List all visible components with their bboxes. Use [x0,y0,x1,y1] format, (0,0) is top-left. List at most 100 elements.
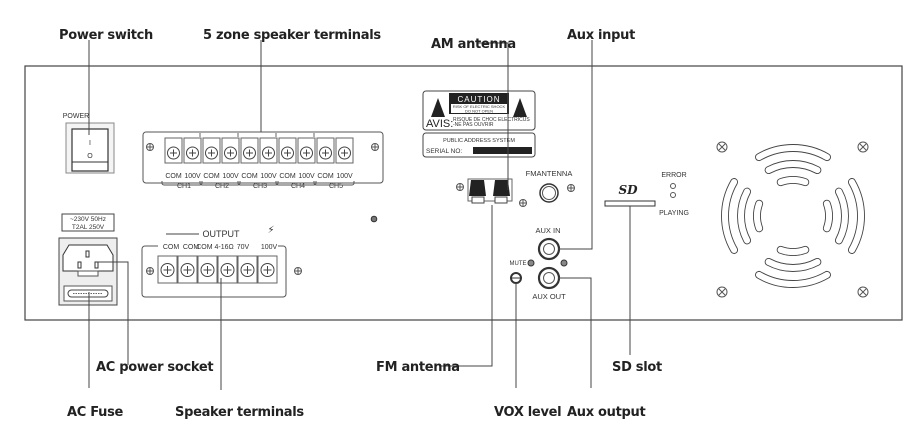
caution-title: CAUTION [458,95,501,104]
avis-line2: -NE PAS OUVRIR [453,122,494,128]
callout-aux-input: Aux input [567,28,635,43]
sd-card-slot[interactable] [604,200,656,207]
output-terminal[interactable] [197,255,218,284]
fan-vent-slot [737,187,752,245]
screw-icon [560,259,568,267]
zone-channel-label: CH1 [177,183,191,190]
fan-vent-slot [721,178,739,254]
ac-rating-plate [61,213,115,232]
playing-led [670,192,676,198]
output-terminal[interactable] [157,255,178,284]
callout-am-antenna: AM antenna [431,37,516,52]
zone-100v-label: 100V [260,173,277,180]
fan-vent-slot [753,199,764,233]
zone-channel-label: CH3 [253,183,267,190]
serial-label: SERIAL NO: [426,148,462,155]
ground-screw-icon [370,215,378,223]
fm-antenna-jack-group: FMANTENNA [526,169,575,203]
power-label: POWER [63,113,89,120]
screw-icon [527,259,535,267]
zone-com-label: COM [203,173,220,180]
am-terminal-clip[interactable] [469,180,486,196]
zone-terminal[interactable] [259,137,278,164]
zone-terminal[interactable] [164,137,183,164]
power-switch-group: POWER I O [63,113,115,174]
aux-in-label: AUX IN [535,226,560,235]
error-label: ERROR [661,172,686,179]
aux-io-group: AUX IN AUX OUT MUTE [510,226,568,301]
output-terminal-label: 70V [237,244,250,251]
output-terminal[interactable] [237,255,258,284]
callout-labels: Power switch 5 zone speaker terminals AM… [59,28,662,420]
fan-vent-slot [764,160,822,175]
am-terminal-clip[interactable] [493,180,510,196]
output-terminal[interactable] [217,255,238,284]
zone-terminal[interactable] [316,137,335,164]
zone-terminal[interactable] [297,137,316,164]
fan-vent-slot [847,178,865,254]
ac-power-socket[interactable] [62,244,114,272]
callout-ac-power-socket: AC power socket [96,360,213,375]
fan-vent-slot [834,187,849,245]
cooling-fan-grille [716,141,869,298]
warning-triangle-icon [431,98,445,117]
output-terminal[interactable] [257,255,278,284]
avis-line1: RISQUE DE CHOC ELECTRICUS [453,117,530,123]
caution-line1: RISK OF ELECTRIC SHOCK [453,104,506,109]
switch-on-mark: I [89,140,91,147]
zone-terminal[interactable] [202,137,221,164]
zone-channel-label: CH5 [329,183,343,190]
error-led [670,183,676,189]
zone-100v-label: 100V [222,173,239,180]
caution-line2: DO NOT OPEN [465,109,493,114]
zone-100v-label: 100V [184,173,201,180]
mute-label: MUTE [510,261,527,267]
callout-aux-output: Aux output [567,405,645,420]
fan-vent-slot [776,176,810,187]
output-terminal[interactable] [177,255,198,284]
callout-fm-antenna: FM antenna [376,360,460,375]
fan-vent-slot [776,245,810,256]
callout-zone-terminals: 5 zone speaker terminals [203,28,381,43]
ac-input-group: ~230V 50Hz T2AL 250V [58,213,118,306]
am-antenna-terminals [456,178,527,207]
zone-com-label: COM [317,173,334,180]
output-label: OUTPUT [203,229,241,239]
ac-rating-line2: T2AL 250V [72,224,105,231]
zone-terminal[interactable] [221,137,240,164]
zone-terminal[interactable] [335,137,354,164]
serial-number-field [473,147,532,154]
fan-vent-slot [822,199,833,233]
sd-card-group: SD ERROR PLAYING [604,172,689,217]
callout-ac-fuse: AC Fuse [67,405,124,420]
avis-label: AVIS: [426,118,453,130]
callout-sd-slot: SD slot [612,360,662,375]
zone-terminal[interactable] [183,137,202,164]
caution-label: CAUTION RISK OF ELECTRIC SHOCK DO NOT OP… [422,90,536,158]
system-label: PUBLIC ADDRESS SYSTEM [443,138,515,144]
zone-com-label: COM [279,173,296,180]
fan-vent-slot [755,270,831,288]
callout-vox-level: VOX level [494,405,561,420]
zone-100v-label: 100V [298,173,315,180]
lightning-icon: ⚡ [267,225,274,236]
output-terminal-label: COM [163,244,180,251]
power-switch[interactable] [71,128,109,172]
ac-rating-line1: ~230V 50Hz [70,216,106,223]
zone-terminal[interactable] [240,137,259,164]
output-terminal-label: COM [183,244,200,251]
zone-terminal[interactable] [278,137,297,164]
callout-speaker-terminals: Speaker terminals [175,405,304,420]
fan-vent-slot [755,144,831,162]
zone-channel-label: CH2 [215,183,229,190]
warning-triangle-icon [513,98,527,117]
output-terminal-label: COM 4-16Ω [196,244,234,251]
zone-com-label: COM [165,173,182,180]
output-terminal-label: 100V [261,244,278,251]
callout-lines [88,40,631,390]
fm-antenna-label: FMANTENNA [526,169,573,178]
zone-com-label: COM [241,173,258,180]
